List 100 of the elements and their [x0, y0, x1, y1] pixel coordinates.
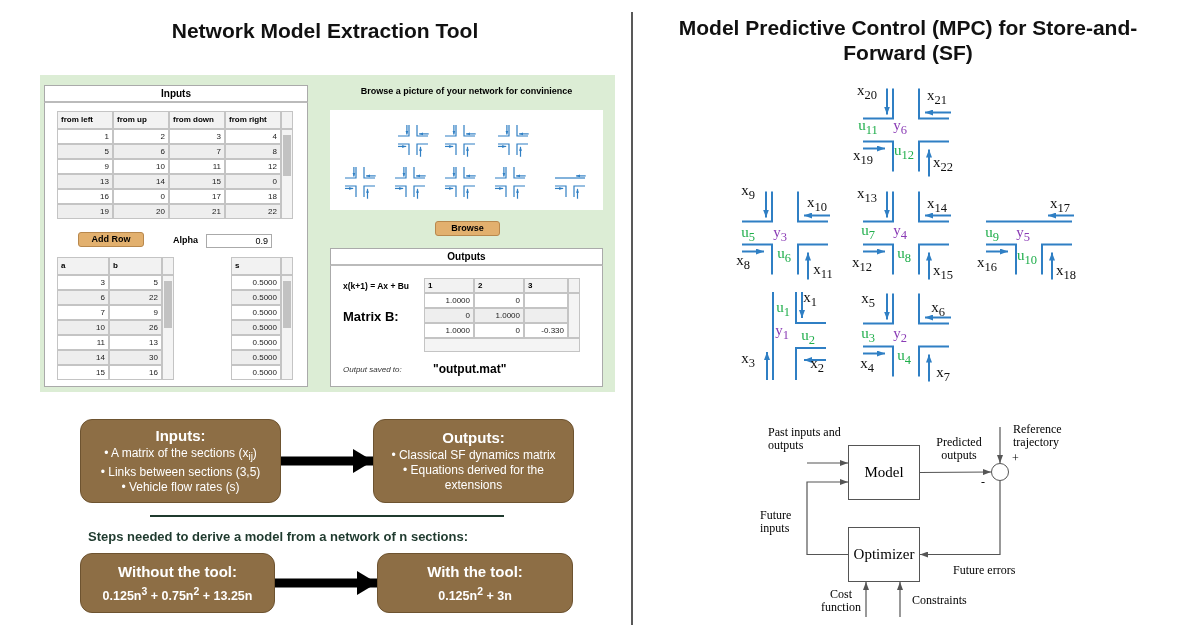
table-cell: 30: [109, 350, 162, 365]
table-cell: -0.330: [524, 323, 568, 338]
table-cell: 1.0000: [474, 308, 524, 323]
edge-label: Cost function: [820, 588, 862, 614]
card-heading: Inputs:: [155, 427, 206, 445]
table-cell: 2: [113, 129, 169, 144]
table-cell: 0: [424, 308, 474, 323]
variable-label: x$_{11}$: [813, 262, 833, 282]
table-cell: 1.0000: [424, 293, 474, 308]
column-header: 3: [524, 278, 568, 293]
variable-label: x$_{12}$: [852, 255, 872, 275]
variable-label: u$_{7}$: [861, 223, 875, 243]
arrow: [863, 581, 869, 618]
column-header: from right: [225, 111, 281, 129]
table-cell: 3: [169, 129, 225, 144]
table-cell: 16: [109, 365, 162, 380]
formula-text: 0.125n$^{3}$ + 0.75n$^{2}$ + 13.25n: [102, 585, 253, 604]
formula-text: 0.125n$^{2}$ + 3n: [438, 585, 512, 604]
summing-junction-circle: [991, 463, 1009, 481]
column-header: 2: [474, 278, 524, 293]
table-cell: 9: [57, 159, 113, 174]
table-cell: 4: [225, 129, 281, 144]
equation-text: x(k+1) = Ax + Bu: [343, 281, 410, 291]
table-cell: 1.0000: [424, 323, 474, 338]
block-arrow: [281, 449, 373, 473]
matrix-label: Matrix B:: [343, 309, 399, 324]
summary-card: [80, 419, 281, 503]
arrow: [806, 479, 849, 556]
browse-button: Browse: [435, 221, 500, 236]
variable-label: x$_{14}$: [927, 196, 947, 216]
variable-label: u$_{4}$: [897, 348, 911, 368]
variable-label: x$_{15}$: [933, 263, 953, 283]
sign-label: -: [981, 475, 985, 490]
summary-card: [373, 419, 574, 503]
add-row-button: Add Row: [78, 232, 144, 247]
table-cell: 0.5000: [231, 335, 281, 350]
variable-label: x$_{5}$: [861, 291, 875, 311]
table-cell: 12: [225, 159, 281, 174]
bullet-item: • A matrix of the sections (x$_{ij}$): [104, 446, 257, 465]
table-cell: 0.5000: [231, 320, 281, 335]
card-heading: Outputs:: [442, 429, 505, 446]
summary-card: [80, 553, 275, 613]
table-cell: 0: [225, 174, 281, 189]
edge-label: Future inputs: [760, 509, 793, 535]
table-cell: 26: [109, 320, 162, 335]
table-cell: 11: [57, 335, 109, 350]
table-cell: 11: [169, 159, 225, 174]
variable-label: x$_{20}$: [857, 83, 877, 103]
table-cell: 10: [113, 159, 169, 174]
variable-label: y$_{4}$: [893, 223, 907, 243]
bullet-item: • Equations derived for the extensions: [402, 463, 545, 493]
table-cell: 5: [109, 275, 162, 290]
card-heading: With the tool:: [427, 562, 523, 580]
page-heading: Model Predictive Control (MPC) for Store-and-Forward (SF): [677, 15, 1139, 65]
table-cell: 7: [57, 305, 109, 320]
table-cell: 14: [113, 174, 169, 189]
variable-label: u$_{11}$: [858, 118, 878, 138]
table-cell: 3: [57, 275, 109, 290]
edge-label: Constraints: [912, 594, 967, 607]
table-cell: 1: [57, 129, 113, 144]
variable-label: x$_{18}$: [1056, 263, 1076, 283]
variable-label: u$_{5}$: [741, 225, 755, 245]
variable-label: x$_{8}$: [736, 253, 750, 273]
column-header: from left: [57, 111, 113, 129]
variable-label: x$_{13}$: [857, 186, 877, 206]
variable-label: y$_{5}$: [1016, 225, 1030, 245]
variable-label: u$_{2}$: [801, 328, 815, 348]
block-arrow: [275, 571, 377, 595]
section-text: Steps needed to derive a model from a network of n sections:: [88, 529, 468, 544]
column-header: b: [109, 257, 162, 275]
table-cell: 0: [474, 323, 524, 338]
variable-label: u$_{1}$: [776, 300, 790, 320]
table-cell: 8: [225, 144, 281, 159]
edge-label: Predicted outputs: [935, 436, 983, 462]
variable-label: u$_{3}$: [861, 326, 875, 346]
variable-label: x$_{1}$: [803, 290, 817, 310]
table-cell: 18: [225, 189, 281, 204]
variable-label: u$_{8}$: [897, 246, 911, 266]
table-cell: 15: [169, 174, 225, 189]
table-cell: 0.5000: [231, 275, 281, 290]
table-cell: 10: [57, 320, 109, 335]
table-cell: 15: [57, 365, 109, 380]
table-cell: 22: [225, 204, 281, 219]
table-cell: 21: [169, 204, 225, 219]
variable-label: x$_{10}$: [807, 195, 827, 215]
variable-label: y$_{1}$: [775, 323, 789, 343]
arrow: [997, 426, 1003, 464]
arrow: [919, 469, 992, 476]
column-header: a: [57, 257, 109, 275]
table-cell: 5: [57, 144, 113, 159]
table-cell: 13: [57, 174, 113, 189]
arrow: [897, 581, 903, 618]
variable-label: u$_{12}$: [894, 143, 914, 163]
table-cell: 13: [109, 335, 162, 350]
arrow: [919, 480, 1001, 558]
variable-label: x$_{16}$: [977, 255, 997, 275]
file-name-text: "output.mat": [433, 362, 507, 376]
table-cell: 14: [57, 350, 109, 365]
variable-label: x$_{3}$: [741, 351, 755, 371]
field-label: Output saved to:: [343, 365, 402, 374]
